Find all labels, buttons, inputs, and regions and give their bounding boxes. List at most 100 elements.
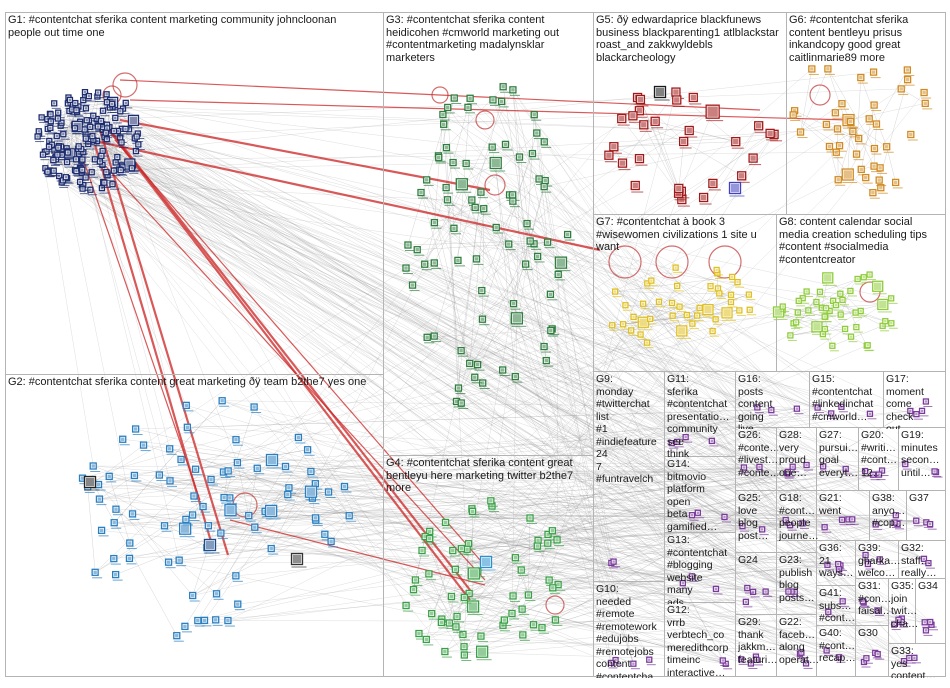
node-g5-fill (675, 190, 682, 196)
node-g37-fill (925, 521, 928, 524)
node-g1-fill (124, 127, 127, 131)
node-g2-fill (193, 467, 198, 471)
node-g2-fill (183, 624, 187, 629)
node-g7-fill (709, 284, 712, 288)
node-g17-fill (924, 400, 928, 403)
node-g7-fill (613, 290, 617, 293)
edge (686, 294, 749, 316)
edge (639, 111, 713, 159)
edge (421, 467, 745, 551)
node-g8-fill (813, 323, 821, 331)
node-g34-fill (929, 620, 932, 624)
node-g3-fill (542, 140, 546, 144)
edge (464, 463, 906, 656)
node-g1-fill (124, 101, 127, 105)
edge (447, 199, 728, 314)
node-g4-fill (428, 529, 432, 534)
edge (310, 471, 840, 658)
group-label-g27: G27: pursui… goal everyt… (819, 429, 859, 479)
edge (477, 571, 726, 665)
edge (61, 182, 915, 659)
node-g3-fill (530, 151, 535, 156)
edge (446, 147, 772, 411)
edge (538, 178, 843, 602)
node-g2-fill (347, 514, 351, 518)
node-g2-fill (296, 435, 301, 440)
node-g3-fill (548, 292, 553, 297)
edge (230, 509, 634, 664)
edge (541, 582, 683, 628)
edge (444, 651, 723, 661)
edge (528, 474, 874, 596)
edge (47, 171, 910, 659)
node-g1-fill (84, 176, 87, 179)
node-g3-fill (446, 105, 450, 110)
edge (520, 569, 529, 596)
edge (92, 135, 795, 592)
edge (49, 113, 866, 556)
edge (106, 128, 838, 173)
node-g3-fill (442, 122, 446, 126)
node-g2-fill (114, 507, 118, 511)
edge (466, 163, 797, 323)
node-g3-fill (441, 112, 445, 117)
edge (90, 189, 883, 305)
edge (185, 512, 698, 529)
edge (460, 350, 828, 566)
edge (533, 243, 547, 361)
edge (451, 474, 874, 597)
node-g2-fill (226, 505, 235, 515)
node-g1-fill (60, 153, 63, 156)
node-g5-fill (738, 173, 745, 179)
edge (265, 511, 917, 521)
node-g1-fill (137, 143, 140, 146)
node-g27-fill (844, 467, 847, 471)
node-g7-fill (714, 318, 717, 321)
node-g1-fill (61, 179, 65, 182)
edge (315, 409, 772, 519)
node-g3-fill (473, 375, 477, 379)
edge (426, 179, 801, 654)
large-node-fill (267, 455, 277, 465)
edge (472, 511, 829, 613)
node-g4-fill (439, 620, 444, 625)
node-g1-fill (93, 158, 97, 161)
edge (88, 138, 902, 619)
node-g9-fill (612, 560, 615, 563)
node-g7-fill (678, 305, 681, 308)
node-g5-fill (676, 185, 682, 192)
edge (120, 137, 614, 562)
edge (407, 124, 444, 246)
edge (543, 346, 828, 565)
node-g6-fill (859, 75, 863, 80)
edge (101, 407, 818, 531)
node-g10-fill (648, 658, 651, 661)
edge (102, 164, 867, 659)
node-g21-fill (847, 518, 850, 521)
edge (285, 466, 416, 581)
edge (558, 468, 846, 585)
node-g8-fill (801, 297, 804, 300)
node-g1-fill (101, 149, 104, 153)
node-g7-fill (632, 315, 635, 319)
edge (53, 159, 712, 442)
node-g15-fill (816, 406, 819, 409)
node-g6-fill (909, 132, 913, 137)
node-g6-fill (899, 87, 903, 91)
node-g4-fill (453, 567, 458, 572)
edge (538, 178, 843, 520)
edge (466, 174, 848, 550)
node-g16-fill (770, 408, 773, 412)
node-g1-fill (53, 102, 56, 105)
strong-edge (89, 138, 601, 252)
edge (464, 517, 531, 656)
node-g5-fill (636, 108, 643, 114)
edge (547, 466, 793, 535)
node-g4-fill (469, 569, 479, 578)
edge (121, 128, 822, 308)
edge (860, 77, 887, 147)
node-g6-fill (864, 175, 868, 180)
node-g8-fill (774, 308, 783, 316)
node-g5-fill (641, 122, 647, 128)
node-g4-fill (420, 548, 424, 553)
